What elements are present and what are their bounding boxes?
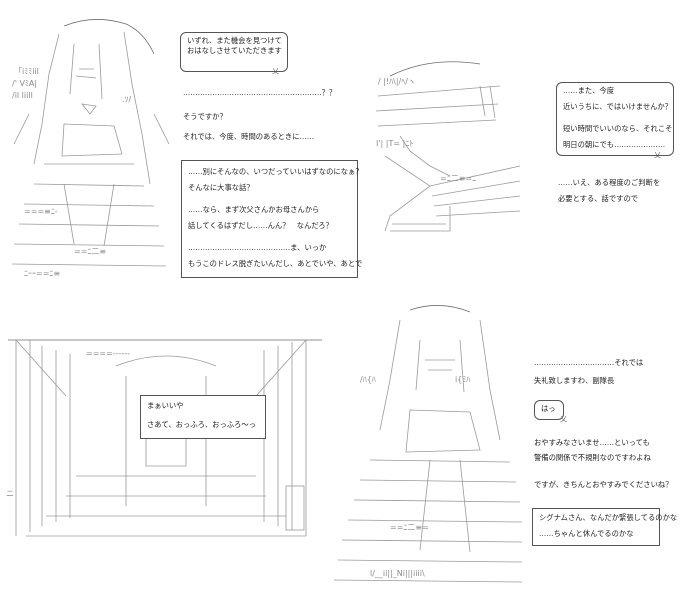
bubble-line: 近いうちに、ではいけませんか？ [563,102,673,111]
dialogue-line: ……………………………それでは [534,358,644,367]
narration-line: おやすみなさいませ……といっても [534,438,650,447]
bubble-line: いずれ、また機会を見つけて [187,36,282,45]
svg-text:ﾆｰｰ==ﾆ≡: ﾆｰｰ==ﾆ≡ [24,269,60,278]
svg-text:ニ: ニ [6,489,14,498]
bubble-line: 明日の朝にでも………………… [563,140,666,149]
svg-text:/il liill: /il liill [12,91,33,100]
hallway-art: ====------ ニ [6,339,322,537]
svg-text:==ﾆ二≡: ==ﾆ二≡ [74,247,106,256]
bubble-line: ……なら、まず次父さんかお母さんから [188,205,320,214]
character-figure-art-2: / |!ﾊ\|/ﾍ/ヽ I'| |T= |ﾆﾄ =ﾆ二≡=ﾆ [375,61,521,232]
svg-text:==ﾆ二≡=: ==ﾆ二≡= [390,523,429,532]
bubble-line: おはなしさせていただきます [187,46,282,55]
narration-line: 警備の関係で不規則なのですわよね [534,453,651,462]
svg-text:/ |!ﾊ\|/ﾍ/ヽ: / |!ﾊ\|/ﾍ/ヽ [378,77,416,86]
narration-p4: おやすみなさいませ……といっても 警備の関係で不規則なのですわよね ですが、きち… [534,438,673,490]
narration-line: それでは、今度、時間のあるときに…… [183,132,315,141]
dialogue-line: 失礼致しますわ、副隊長 [534,376,615,385]
speech-bubble-p4-box: シグナムさん、なんだか緊張してるのかな ……ちゃんと休んでるのかな [532,508,678,546]
bubble-line: ……別にそんなの、いつだっていいはずなのになぁ？ [188,167,363,176]
narration-line: そうですか？ [183,112,227,121]
svg-text:l/__ii||_Ni|||iiii\: l/__ii||_Ni|||iiii\ [370,569,425,578]
narration-line: …………………………………………………？？ [183,88,337,97]
bubble-line: シグナムさん、なんだか緊張してるのかな [539,513,678,522]
svg-text:===≡ﾆ-: ===≡ﾆ- [24,207,58,216]
svg-text:「iﾐﾐiil: 「iﾐﾐiil [14,67,39,76]
bubble-tail-mark: 乂 [560,415,567,423]
speech-bubble-p4-small: はっ [534,400,564,420]
narration-line: 必要とする、話ですので [558,194,639,203]
dialogue-p4-top: ……………………………それでは 失礼致しますわ、副隊長 [534,358,643,386]
speech-bubble-p1-box: ……別にそんなの、いつだっていいはずなのになぁ？ そんなに大事な話？ ……なら、… [181,160,363,278]
svg-text:i{ﾐﾊ: i{ﾐﾊ [455,375,470,384]
bubble-tail-mark: 乂 [654,151,661,159]
narration-p2: ……いえ、ある程度のご判断を 必要とする、話ですので [558,178,660,204]
svg-text:/' VﾐA|: /' VﾐA| [12,79,37,88]
svg-text:/ﾊ{ﾊ: /ﾊ{ﾊ [360,375,376,384]
speech-bubble-p1-top: いずれ、また機会を見つけて おはなしさせていただきます [180,32,288,72]
character-figure-art-1: 「iﾐﾐiil /' VﾐA| /il liill .ｿ/ ===≡ﾆ- ==ﾆ… [11,19,170,278]
bubble-line: はっ [541,404,556,413]
bubble-line: さあて、おっふろ、おっふろ～っ [147,420,256,429]
bubble-line: ……………………………………ま、いっか [188,243,327,252]
narration-line: ……いえ、ある程度のご判断を [558,178,661,187]
bubble-line: そんなに大事な話？ [188,183,254,192]
speech-bubble-p3: まぁいいや さあて、おっふろ、おっふろ～っ [140,395,266,439]
bubble-line: もうこのドレス脱ぎたいんだし、あとでいや、あとで [188,259,363,268]
svg-text:====------: ====------ [86,349,130,358]
narration-line: ですが、きちんとおやすみでくださいね？ [534,480,673,489]
bubble-line: ……また、今度 [563,86,615,95]
narration-p1: …………………………………………………？？ そうですか？ それでは、今度、時間の… [183,88,336,142]
bubble-tail-mark: 乂 [272,67,279,75]
svg-text:I'| |T= |ﾆﾄ: I'| |T= |ﾆﾄ [376,139,413,148]
bubble-line: ……ちゃんと休んでるのかな [539,529,634,538]
svg-text:.ｿ/: .ｿ/ [122,95,132,104]
speech-bubble-p2: ……また、今度 近いうちに、ではいけませんか？ 短い時間でいいのなら、それこそ … [556,82,674,156]
svg-text:=ﾆ二≡=ﾆ: =ﾆ二≡=ﾆ [440,174,476,183]
bubble-line: 短い時間でいいのなら、それこそ [563,124,673,133]
character-figure-art-4: /ﾊ{ﾊ i{ﾐﾊ ==ﾆ二≡= l/__ii||_Ni|||iiii\ [333,305,523,583]
bubble-line: 話してくるはずだし……んん？ なんだろ？ [188,221,333,230]
bubble-line: まぁいいや [147,401,184,410]
